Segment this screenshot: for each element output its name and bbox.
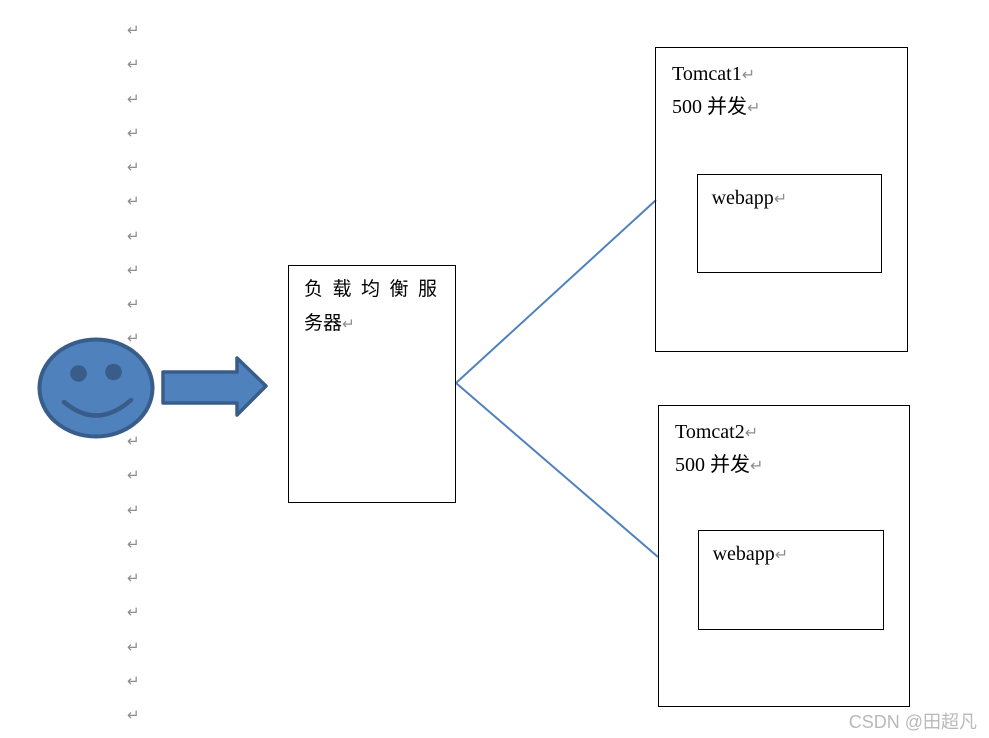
paragraph-mark: ↵ bbox=[127, 89, 140, 108]
tomcat1-box: Tomcat1↵ 500 并发↵ webapp↵ bbox=[655, 47, 908, 352]
tomcat2-box: Tomcat2↵ 500 并发↵ webapp↵ bbox=[658, 405, 910, 707]
paragraph-mark: ↵ bbox=[127, 226, 140, 245]
watermark-text: CSDN @田超凡 bbox=[848, 712, 977, 732]
paragraph-mark: ↵ bbox=[750, 456, 764, 475]
paragraph-mark: ↵ bbox=[342, 315, 355, 333]
connector-line-to-tomcat1 bbox=[455, 199, 657, 384]
paragraph-mark: ↵ bbox=[127, 603, 140, 622]
load-balancer-box: 负载均衡服 务器↵ bbox=[288, 265, 456, 503]
paragraph-mark: ↵ bbox=[127, 706, 140, 724]
tomcat2-capacity: 500 并发↵ bbox=[675, 454, 764, 476]
paragraph-mark: ↵ bbox=[127, 329, 140, 348]
tomcat2-title: Tomcat2↵ bbox=[675, 421, 759, 443]
paragraph-mark: ↵ bbox=[127, 500, 140, 519]
tomcat1-webapp-box: webapp↵ bbox=[696, 173, 882, 273]
paragraph-mark: ↵ bbox=[127, 295, 140, 313]
paragraph-mark: ↵ bbox=[127, 432, 140, 450]
formatting-marks-column: ↵ ↵ ↵ ↵ ↵ ↵ ↵ ↵ ↵ ↵ ↵ ↵ ↵ ↵ ↵ ↵ ↵ ↵ ↵ ↵ ↵ bbox=[127, 13, 140, 732]
paragraph-mark: ↵ bbox=[127, 466, 140, 485]
load-balancer-label-line2: 务器↵ bbox=[304, 313, 355, 334]
paragraph-mark: ↵ bbox=[747, 98, 761, 117]
paragraph-mark: ↵ bbox=[774, 544, 789, 564]
paragraph-mark: ↵ bbox=[127, 21, 140, 39]
smiley-smile bbox=[61, 397, 134, 418]
paragraph-mark: ↵ bbox=[127, 158, 140, 176]
paragraph-mark: ↵ bbox=[741, 65, 756, 84]
smiley-left-eye bbox=[70, 365, 87, 382]
tomcat1-capacity: 500 并发↵ bbox=[672, 96, 761, 118]
right-arrow-icon bbox=[161, 356, 268, 417]
paragraph-mark: ↵ bbox=[127, 637, 140, 656]
connector-line-to-tomcat2 bbox=[455, 382, 659, 558]
tomcat1-title: Tomcat1↵ bbox=[672, 63, 756, 85]
paragraph-mark: ↵ bbox=[127, 534, 140, 553]
load-balancer-label-line1: 负载均衡服 bbox=[304, 279, 447, 300]
paragraph-mark: ↵ bbox=[127, 397, 140, 416]
paragraph-mark: ↵ bbox=[744, 423, 759, 442]
paragraph-mark: ↵ bbox=[127, 192, 140, 211]
paragraph-mark: ↵ bbox=[127, 260, 140, 279]
paragraph-mark: ↵ bbox=[127, 671, 140, 690]
paragraph-mark: ↵ bbox=[127, 569, 140, 587]
paragraph-mark: ↵ bbox=[127, 123, 140, 142]
paragraph-mark: ↵ bbox=[127, 363, 140, 382]
paragraph-mark: ↵ bbox=[127, 55, 140, 74]
smiley-right-eye bbox=[105, 363, 122, 381]
tomcat2-webapp-box: webapp↵ bbox=[697, 529, 884, 630]
paragraph-mark: ↵ bbox=[773, 188, 788, 208]
